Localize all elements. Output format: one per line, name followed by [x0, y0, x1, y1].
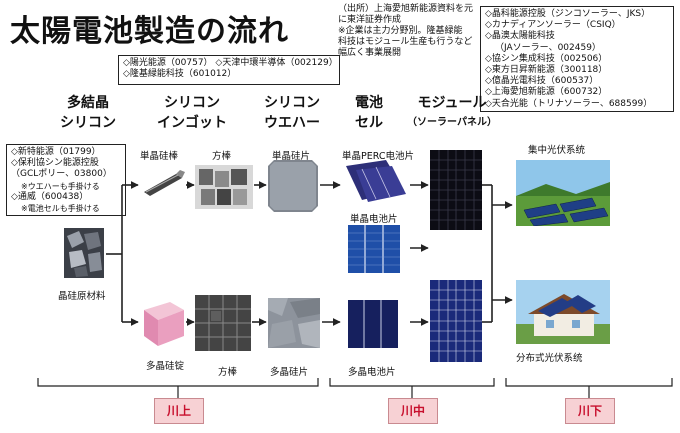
stage-module: モジュール （ソーラーパネル）	[404, 93, 500, 133]
stage-label: セル	[355, 115, 383, 131]
stage-wafer: シリコン ウエハー	[250, 93, 334, 133]
label-raw-material: 晶硅原材料	[58, 291, 106, 302]
source-note-line: に東洋証券作成	[338, 15, 402, 25]
multi-square-bars-image	[195, 295, 251, 351]
label-mono-rod: 単晶硅棒	[140, 151, 179, 162]
stage-cell: 電池 セル	[344, 93, 394, 133]
company-box-polysilicon: ◇新特能源（01799） ◇保利協シン能源控股 （GCLポリー、03800） ※…	[6, 144, 126, 216]
company-line: ◇通威（600438）	[11, 191, 89, 202]
company-line: （GCLポリー、03800）	[11, 169, 112, 180]
label-mono-perc-cell: 単晶PERC电池片	[342, 151, 414, 162]
stage-label: インゴット	[157, 115, 227, 131]
multi-module-image	[430, 280, 482, 362]
mono-module-image	[430, 150, 482, 230]
segment-upstream: 川上	[154, 398, 204, 424]
company-line: ◇晶澳太陽能科技	[485, 31, 555, 42]
company-line: ◇カナディアンソーラー（CSIQ）	[485, 20, 621, 31]
page-title: 太陽電池製造の流れ	[10, 14, 289, 49]
label-distributed-pv: 分布式光伏系统	[516, 353, 583, 364]
company-line: ◇上海愛旭新能源（600732）	[485, 87, 608, 98]
mono-cell-image	[348, 225, 400, 273]
stage-label: 電池	[355, 95, 383, 111]
label-centralized-pv: 集中光伏系统	[528, 145, 586, 156]
company-line: ◇陽光能源（00757） ◇天津中環半導体（002129）	[123, 58, 338, 68]
company-note: ※ウエハーも手掛ける	[21, 181, 100, 191]
raw-material-image	[64, 228, 104, 278]
mono-rod-image	[144, 170, 185, 196]
company-line: ◇億晶光電科技（600537）	[485, 76, 599, 87]
label-square-bar: 方棒	[218, 367, 238, 378]
square-bars-image	[195, 165, 253, 209]
label-mono-cell: 単晶电池片	[350, 214, 398, 225]
centralized-pv-image	[516, 160, 610, 226]
mono-perc-cell-image	[346, 160, 406, 202]
mono-wafer-image	[268, 160, 318, 212]
company-note: ※電池セルも手掛ける	[21, 204, 100, 214]
company-box-ingot-wafer: ◇陽光能源（00757） ◇天津中環半導体（002129） ◇隆基緑能科技（60…	[118, 55, 340, 85]
stage-label: ウエハー	[264, 115, 320, 131]
company-line: ◇新特能源（01799）	[11, 147, 101, 157]
source-note-line: 幅広く事業展開	[338, 48, 402, 58]
source-note-line: ※企業は主力分野別。隆基緑能	[338, 26, 463, 36]
label-square-bar: 方棒	[212, 151, 232, 162]
stage-label: シリコン	[60, 115, 116, 131]
company-line: ◇晶科能源控股（ジンコソーラー、JKS）	[485, 9, 651, 19]
stage-label: モジュール	[417, 95, 487, 111]
segment-downstream: 川下	[565, 398, 615, 424]
stage-label: シリコン	[164, 95, 220, 111]
company-box-module: ◇晶科能源控股（ジンコソーラー、JKS） ◇カナディアンソーラー（CSIQ） ◇…	[480, 6, 674, 112]
stage-polysilicon: 多結晶 シリコン	[58, 93, 118, 133]
multi-cell-image	[348, 300, 398, 348]
label-multi-wafer: 多晶硅片	[270, 367, 309, 378]
source-note: （出所）上海愛旭新能源資料を元 に東洋証券作成 ※企業は主力分野別。隆基緑能 科…	[338, 4, 473, 59]
company-line: ◇天合光能（トリナソーラー、688599）	[485, 98, 653, 109]
company-line: ◇協シン集成科技（002506）	[485, 53, 608, 64]
label-multi-cell: 多晶电池片	[348, 367, 396, 378]
distributed-pv-image	[516, 280, 610, 344]
source-note-line: 科技はモジュール生産も行うなど	[338, 37, 473, 47]
stage-sublabel: （ソーラーパネル）	[407, 117, 497, 128]
label-mono-wafer: 単晶硅片	[272, 151, 311, 162]
stage-label: シリコン	[264, 95, 320, 111]
source-note-line: （出所）上海愛旭新能源資料を元	[338, 4, 474, 14]
segment-midstream: 川中	[388, 398, 438, 424]
multi-ingot-image	[144, 302, 184, 346]
company-line: ◇東方日昇新能源（300118）	[485, 65, 608, 76]
stage-ingot: シリコン インゴット	[152, 93, 232, 133]
company-line: ◇隆基緑能科技（601012）	[123, 69, 237, 80]
label-multi-ingot: 多晶硅锭	[146, 361, 185, 372]
company-line: （JAソーラー、002459）	[495, 42, 601, 53]
company-line: ◇保利協シン能源控股	[11, 158, 99, 169]
multi-wafer-image	[268, 298, 320, 348]
stage-label: 多結晶	[67, 95, 109, 111]
